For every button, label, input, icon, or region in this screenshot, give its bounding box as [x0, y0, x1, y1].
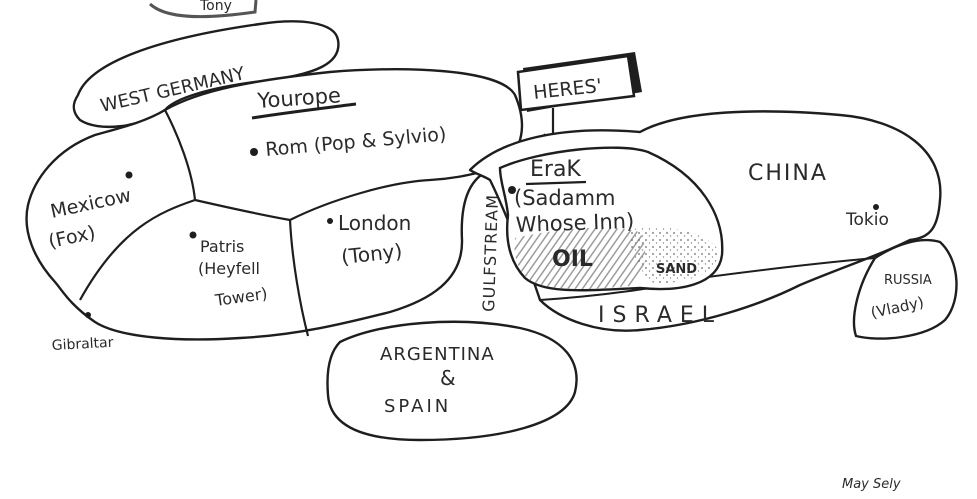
top-scribble-mark [148, 0, 258, 19]
label-spain: SPAIN [384, 396, 451, 417]
tokio-dot [873, 204, 879, 210]
label-london: London [338, 211, 411, 235]
label-israel: ISRAEL [598, 303, 722, 328]
mexicow-dot [125, 171, 133, 179]
gibraltar-dot [85, 312, 91, 318]
oil-hatch [514, 227, 646, 289]
border-patris [194, 198, 310, 337]
label-whose-inn: Whose Inn) [515, 209, 634, 237]
label-gulfstream: GULFSTREAM [479, 194, 502, 312]
label-argentina: ARGENTINA [380, 344, 495, 365]
label-patris: Patris [200, 237, 244, 256]
region-argentina-spain [326, 320, 578, 442]
label-russia: RUSSIA [884, 273, 932, 288]
label-china: CHINA [748, 161, 828, 186]
patris-dot [189, 231, 197, 239]
region-yourope-landmass [25, 68, 523, 341]
label-gibraltar: Gibraltar [51, 335, 114, 354]
signature: May Sely [842, 477, 901, 492]
label-erak: EraK [530, 157, 581, 182]
erak-dot [508, 186, 516, 194]
yourope-underline [251, 102, 357, 120]
label-sand: SAND [656, 262, 697, 277]
region-russia [852, 238, 958, 340]
erak-underline [525, 180, 587, 186]
label-ampersand: & [440, 366, 456, 390]
label-oil: OIL [552, 247, 593, 272]
london-dot [327, 218, 333, 224]
label-tokio: Tokio [845, 210, 889, 230]
sand-dots [628, 227, 719, 284]
label-heyfell: (Heyfell [198, 259, 260, 278]
border-mexicow [79, 109, 197, 301]
heres-sign [516, 54, 636, 112]
rom-dot [250, 148, 258, 156]
border-london [289, 168, 491, 221]
label-sadamm: (Sadamm [514, 186, 616, 210]
top-scribble: Tony [199, 0, 232, 14]
